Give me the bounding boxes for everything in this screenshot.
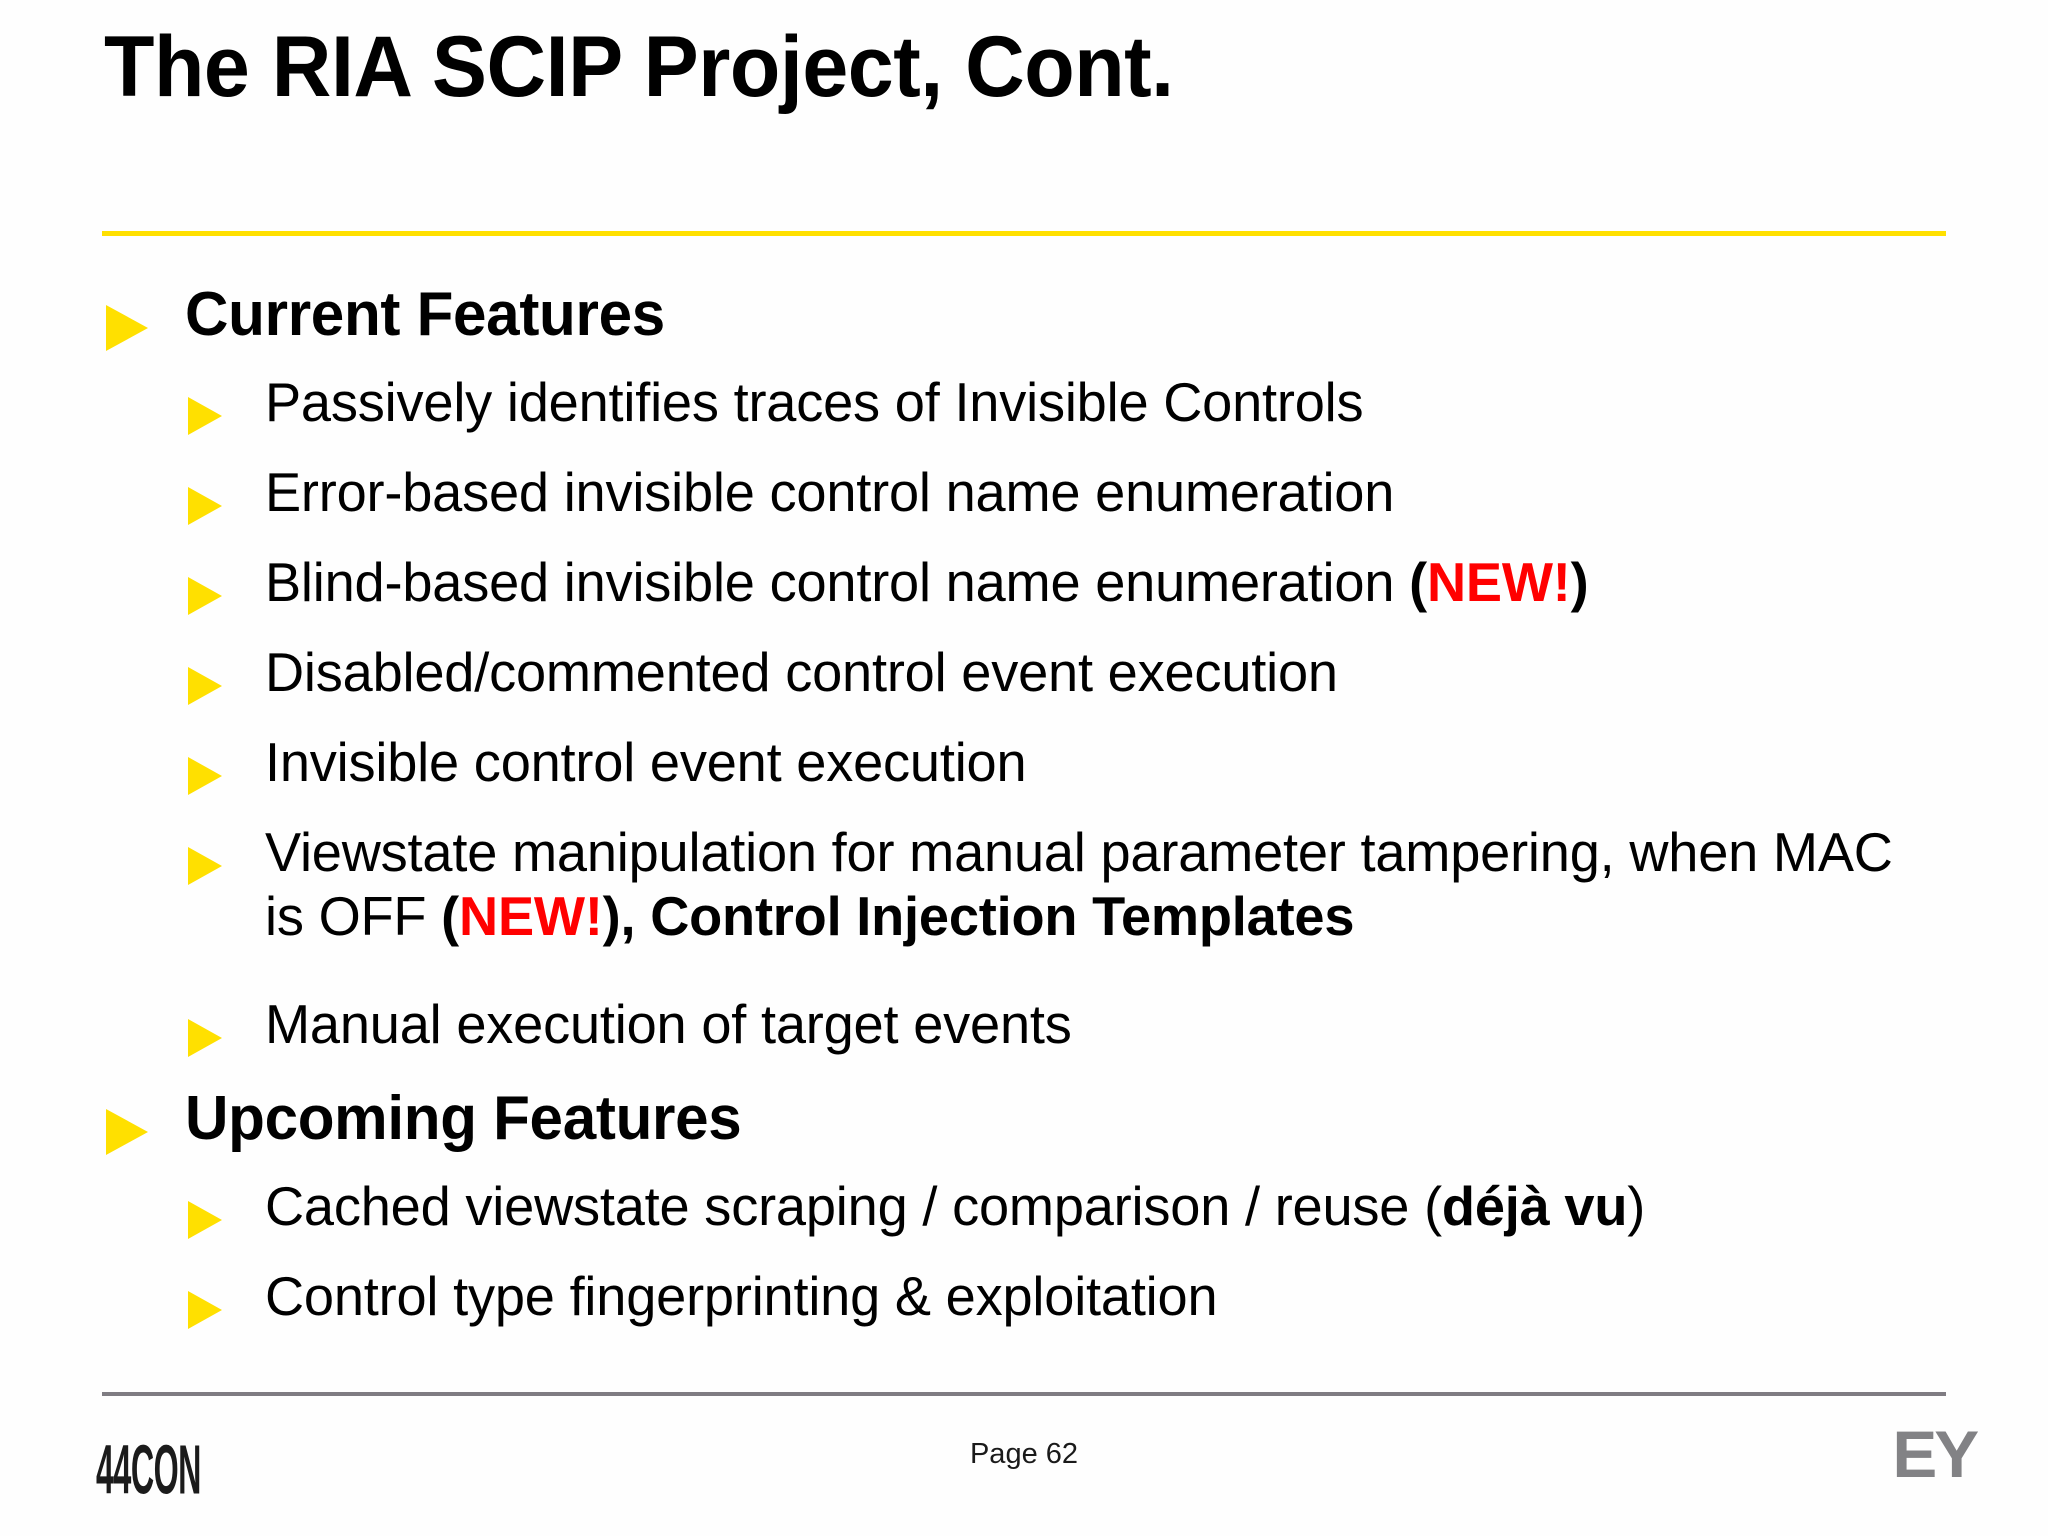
bullet-item-label: Error-based invisible control name enume… bbox=[265, 460, 2021, 524]
bullet-item: Disabled/commented control event executi… bbox=[0, 640, 2048, 730]
bullet-triangle-icon bbox=[188, 757, 222, 795]
bullet-item-label: Passively identifies traces of Invisible… bbox=[265, 370, 2021, 434]
bullet-item-label: Disabled/commented control event executi… bbox=[265, 640, 2021, 704]
new-badge-text: NEW! bbox=[1426, 551, 1571, 613]
bullet-text-run: Manual execution of target events bbox=[265, 993, 1072, 1055]
bullet-text-run: ( bbox=[441, 885, 460, 948]
bullet-item-label: Control type fingerprinting & exploitati… bbox=[265, 1264, 2021, 1328]
bullet-triangle-icon bbox=[188, 847, 222, 885]
bullet-text-run: Passively identifies traces of Invisible… bbox=[265, 371, 1364, 433]
bullet-text-run: ) bbox=[1627, 1175, 1646, 1237]
bullet-item: Passively identifies traces of Invisible… bbox=[0, 370, 2048, 460]
bullet-item-label: Blind-based invisible control name enume… bbox=[265, 550, 2021, 614]
bullet-item-label: Invisible control event execution bbox=[265, 730, 2021, 794]
bullet-text-run: Blind-based invisible control name enume… bbox=[265, 551, 1410, 613]
section-heading-label: Upcoming Features bbox=[185, 1084, 742, 1153]
bullet-triangle-icon bbox=[188, 1201, 222, 1239]
bullet-triangle-icon bbox=[188, 397, 222, 435]
bullet-item: Cached viewstate scraping / comparison /… bbox=[0, 1174, 2048, 1264]
section-heading: Current Features bbox=[0, 278, 2048, 366]
page-number: Page 62 bbox=[969, 1438, 1079, 1470]
logo-44con: 44CON bbox=[96, 1432, 201, 1510]
footer-divider bbox=[102, 1392, 1946, 1396]
bullet-text-run: déjà vu bbox=[1441, 1175, 1628, 1237]
bullet-text-run: ), Control Injection Templates bbox=[602, 885, 1355, 948]
bullet-text-run: Control type fingerprinting & exploitati… bbox=[265, 1265, 1218, 1327]
bullet-triangle-icon bbox=[106, 305, 148, 351]
title-divider bbox=[102, 231, 1946, 236]
page-title: The RIA SCIP Project, Cont. bbox=[104, 19, 1174, 115]
bullet-triangle-icon bbox=[188, 667, 222, 705]
bullet-text-run: Disabled/commented control event executi… bbox=[265, 641, 1338, 703]
new-badge-text: NEW! bbox=[459, 885, 603, 948]
bullet-item: Invisible control event execution bbox=[0, 730, 2048, 820]
bullet-triangle-icon bbox=[106, 1109, 148, 1155]
bullet-item-label: Viewstate manipulation for manual parame… bbox=[265, 820, 1940, 949]
bullet-triangle-icon bbox=[188, 577, 222, 615]
bullet-item-label: Cached viewstate scraping / comparison /… bbox=[265, 1174, 2021, 1238]
bullet-item-label: Manual execution of target events bbox=[265, 992, 2021, 1056]
bullet-text-run: ) bbox=[1570, 551, 1589, 613]
section-heading: Upcoming Features bbox=[0, 1082, 2048, 1170]
bullet-text-run: Viewstate manipulation for manual parame… bbox=[265, 821, 1893, 948]
bullet-item: Error-based invisible control name enume… bbox=[0, 460, 2048, 550]
logo-ey: EY bbox=[1892, 1417, 1979, 1491]
bullet-text-run: Error-based invisible control name enume… bbox=[265, 461, 1395, 523]
bullet-item: Viewstate manipulation for manual parame… bbox=[0, 820, 2048, 992]
bullet-text-run: Cached viewstate scraping / comparison /… bbox=[265, 1175, 1442, 1237]
bullet-triangle-icon bbox=[188, 487, 222, 525]
bullet-text-run: Invisible control event execution bbox=[265, 731, 1027, 793]
section-heading-label: Current Features bbox=[185, 280, 665, 349]
bullet-item: Control type fingerprinting & exploitati… bbox=[0, 1264, 2048, 1354]
bullet-text-run: ( bbox=[1409, 551, 1427, 613]
bullet-triangle-icon bbox=[188, 1019, 222, 1057]
bullet-triangle-icon bbox=[188, 1291, 222, 1329]
bullet-item: Manual execution of target events bbox=[0, 992, 2048, 1082]
bullet-item: Blind-based invisible control name enume… bbox=[0, 550, 2048, 640]
